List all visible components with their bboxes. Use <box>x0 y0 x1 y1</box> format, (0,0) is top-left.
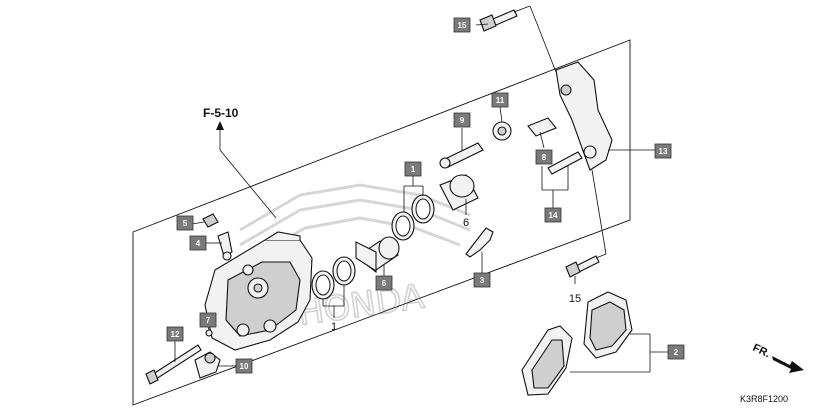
label-6-upper: 6 <box>463 217 469 229</box>
svg-text:7: 7 <box>206 316 211 325</box>
label-15-lower: 15 <box>569 293 581 305</box>
svg-text:8: 8 <box>542 153 547 162</box>
callout-2: 2 <box>667 344 685 360</box>
leader-lines <box>174 5 668 373</box>
svg-text:11: 11 <box>496 96 505 105</box>
bleed-cap <box>202 213 219 228</box>
svg-text:3: 3 <box>480 276 485 285</box>
pin-bolt <box>145 344 202 385</box>
mounting-bolt-lower <box>565 255 600 278</box>
caliper-body <box>204 231 313 351</box>
callout-1-upper: 1 <box>404 161 422 177</box>
caliper-group-frame <box>132 39 631 406</box>
svg-text:1: 1 <box>411 165 416 174</box>
svg-text:14: 14 <box>549 211 558 220</box>
caliper-bracket <box>555 61 613 171</box>
front-arrow-icon <box>772 356 804 373</box>
brake-pad-outer <box>583 291 633 359</box>
pad-spring <box>465 227 494 258</box>
mounting-bolt-upper <box>479 9 518 32</box>
callout-7: 7 <box>199 312 217 328</box>
svg-text:2: 2 <box>674 348 679 357</box>
callout-11: 11 <box>491 92 509 108</box>
piston-seals-lower <box>311 256 356 300</box>
callout-4: 4 <box>189 235 207 251</box>
piston-seals-upper <box>391 194 435 241</box>
svg-text:6: 6 <box>382 279 387 288</box>
brake-pad-inner <box>521 325 573 396</box>
front-direction-indicator: FR. <box>751 342 804 373</box>
callout-6-lower: 6 <box>375 275 393 291</box>
callout-3: 3 <box>473 272 491 288</box>
reference-label: F-5-10 <box>203 106 239 120</box>
svg-text:4: 4 <box>196 239 201 248</box>
bleed-valve <box>217 231 233 261</box>
reference-arrow <box>216 121 277 219</box>
svg-text:10: 10 <box>240 362 249 371</box>
svg-text:5: 5 <box>183 219 188 228</box>
callout-12: 12 <box>166 326 184 342</box>
front-label: FR. <box>751 342 772 360</box>
callout-9: 9 <box>453 112 471 128</box>
piston-lower <box>355 236 400 274</box>
slide-pin-boot <box>492 121 512 141</box>
svg-text:12: 12 <box>171 330 180 339</box>
callout-8: 8 <box>535 149 553 165</box>
small-o-ring <box>205 329 213 337</box>
bracket-pin <box>547 151 583 175</box>
callout-14: 14 <box>544 207 562 223</box>
svg-text:9: 9 <box>460 116 465 125</box>
callout-15-top: 15 <box>453 17 471 33</box>
piston-upper <box>439 174 479 211</box>
callout-5: 5 <box>176 215 194 231</box>
callout-13: 13 <box>654 143 672 159</box>
drawing-code: K3R8F1200 <box>740 394 788 404</box>
svg-text:15: 15 <box>458 21 467 30</box>
svg-text:13: 13 <box>659 147 668 156</box>
bracket-clip <box>527 117 557 137</box>
slide-pin <box>439 142 484 169</box>
callout-10: 10 <box>235 358 253 374</box>
label-1-lower: 1 <box>331 321 337 333</box>
